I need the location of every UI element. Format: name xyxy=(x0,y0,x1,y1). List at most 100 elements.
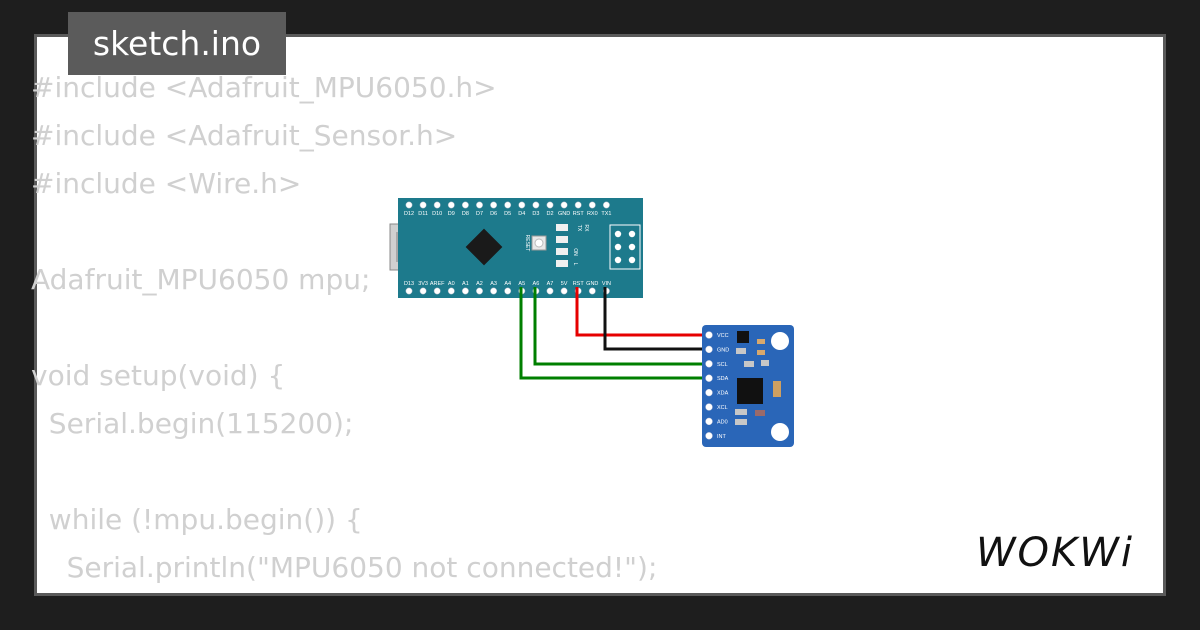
preview-card xyxy=(34,34,1166,596)
nano-pin-rx0[interactable] xyxy=(588,201,596,209)
code-line: Serial.begin(115200); xyxy=(31,407,354,440)
code-line: #include <Adafruit_Sensor.h> xyxy=(31,119,458,152)
code-line: while (!mpu.begin()) { xyxy=(31,503,363,536)
mounting-hole xyxy=(771,423,789,441)
nano-pin-label: GND xyxy=(586,281,598,287)
nano-pin-gnd[interactable] xyxy=(588,287,596,295)
nano-pin-label: D5 xyxy=(504,211,511,217)
nano-pin-label: A5 xyxy=(518,281,525,287)
nano-pin-label: TX1 xyxy=(601,211,611,217)
nano-pin-a2[interactable] xyxy=(476,287,483,295)
nano-pin-label: A7 xyxy=(547,281,554,287)
nano-pin-label: RST xyxy=(573,281,585,287)
nano-pin-label: D7 xyxy=(476,211,483,217)
wire-scl[interactable] xyxy=(533,287,709,366)
nano-top-pin-row xyxy=(405,201,610,209)
nano-pin-label: AREF xyxy=(430,281,445,287)
wire-gnd[interactable] xyxy=(603,287,709,351)
code-line: Adafruit_MPU6050 mpu; xyxy=(31,263,371,296)
reset-button[interactable] xyxy=(531,235,547,251)
nano-pin-d3[interactable] xyxy=(532,201,540,209)
nano-pin-rst[interactable] xyxy=(574,201,582,209)
nano-pin-gnd[interactable] xyxy=(560,201,568,209)
nano-pin-label: GND xyxy=(558,211,570,217)
mpu-pin-column xyxy=(705,331,713,440)
nano-pin-label: RX0 xyxy=(587,211,598,217)
nano-pin-label: D9 xyxy=(448,211,455,217)
code-editor[interactable]: #include <Adafruit_MPU6050.h> #include <A… xyxy=(31,64,657,592)
nano-pin-aref[interactable] xyxy=(433,287,441,295)
code-line: Serial.println("MPU6050 not connected!")… xyxy=(31,551,658,584)
led-label-rx: RX xyxy=(583,225,589,233)
led-label-tx: TX xyxy=(576,225,582,232)
wires xyxy=(519,287,709,380)
nano-pin-label: D3 xyxy=(532,211,539,217)
mpu-pin-ad0[interactable] xyxy=(705,417,713,426)
nano-pin-label: RST xyxy=(573,211,585,217)
nano-pin-label: VIN xyxy=(602,281,611,287)
icsp-header xyxy=(609,224,641,270)
nano-pin-label: 5V xyxy=(561,281,568,287)
nano-pin-label: A1 xyxy=(462,281,469,287)
nano-pin-d9[interactable] xyxy=(447,201,455,209)
nano-pin-label: D13 xyxy=(404,281,414,287)
code-line: #include <Adafruit_MPU6050.h> xyxy=(31,71,497,104)
nano-pin-d12[interactable] xyxy=(405,201,413,209)
nano-pin-label: D8 xyxy=(462,211,469,217)
mpu-pin-label: VCC xyxy=(717,333,729,339)
code-line: #include <Wire.h> xyxy=(31,167,302,200)
mpu-pin-int[interactable] xyxy=(705,432,713,440)
mpu-pin-gnd[interactable] xyxy=(705,345,713,354)
nano-pin-a4[interactable] xyxy=(504,287,512,295)
nano-pin-label: D10 xyxy=(432,211,442,217)
mounting-hole xyxy=(771,332,789,350)
file-tab[interactable]: sketch.ino xyxy=(68,12,286,75)
nano-pin-d2[interactable] xyxy=(546,201,554,209)
nano-pin-tx1[interactable] xyxy=(602,201,610,209)
nano-pin-label: A3 xyxy=(490,281,497,287)
nano-pin-label: A0 xyxy=(448,281,455,287)
nano-pin-label: 3V3 xyxy=(418,281,428,287)
nano-pin-d13[interactable] xyxy=(405,287,413,295)
mpu-pin-label: AD0 xyxy=(717,419,728,425)
nano-pin-a7[interactable] xyxy=(546,287,554,295)
nano-pin-5v[interactable] xyxy=(560,287,568,295)
nano-pin-a1[interactable] xyxy=(461,287,469,295)
nano-pin-d7[interactable] xyxy=(476,201,483,209)
svg-text:WOKWi: WOKWi xyxy=(976,530,1134,574)
mpu-pin-xcl[interactable] xyxy=(705,403,713,411)
code-line: void setup(void) { xyxy=(31,359,286,392)
nano-pin-3v3[interactable] xyxy=(419,287,427,295)
mpu-pin-label: XCL xyxy=(717,405,728,411)
nano-pin-label: D12 xyxy=(404,211,414,217)
nano-pin-d6[interactable] xyxy=(490,201,498,209)
mpu-pin-label: SDA xyxy=(717,376,729,382)
wire-vcc[interactable] xyxy=(575,287,709,337)
nano-pin-d5[interactable] xyxy=(504,201,512,209)
nano-pin-d10[interactable] xyxy=(433,201,441,209)
mpu-pin-sda[interactable] xyxy=(705,374,713,382)
nano-pin-a0[interactable] xyxy=(447,287,455,295)
nano-pin-d4[interactable] xyxy=(518,201,526,209)
nano-pin-label: A2 xyxy=(476,281,483,287)
mpu-pin-scl[interactable] xyxy=(705,360,713,368)
status-leds xyxy=(556,224,568,267)
nano-bottom-pin-row xyxy=(405,287,610,295)
wire-sda[interactable] xyxy=(519,287,709,380)
nano-pin-a3[interactable] xyxy=(490,287,498,295)
wokwi-logo: WOKWi xyxy=(976,530,1134,574)
nano-pin-label: A6 xyxy=(533,281,540,287)
mpu-pin-vcc[interactable] xyxy=(705,331,713,339)
nano-pin-d11[interactable] xyxy=(419,201,427,209)
nano-pin-label: D11 xyxy=(418,211,428,217)
microcontroller-chip xyxy=(465,228,503,266)
mpu-pin-xda[interactable] xyxy=(705,388,713,397)
nano-pin-d8[interactable] xyxy=(461,201,469,209)
nano-pin-label: A4 xyxy=(504,281,511,287)
